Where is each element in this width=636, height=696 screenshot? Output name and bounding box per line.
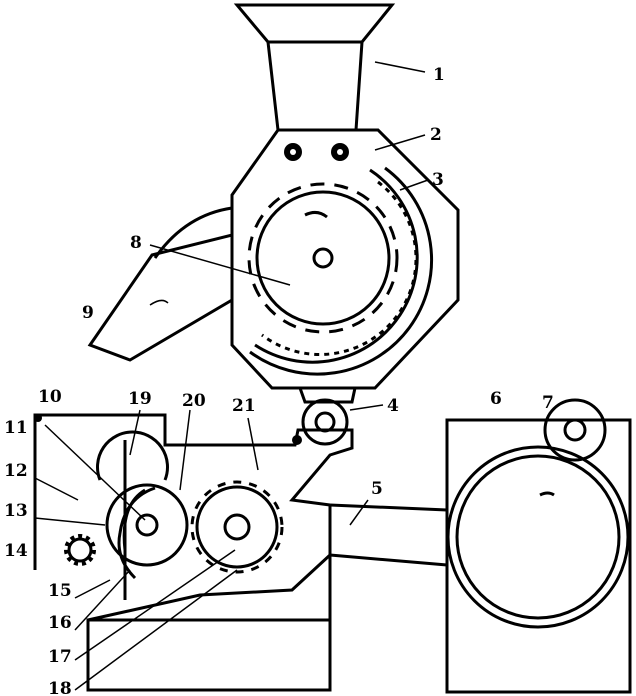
screen-arc [249, 166, 434, 376]
label-15: 15 [48, 581, 72, 601]
label-13: 13 [4, 501, 28, 521]
label-8: 8 [130, 233, 142, 253]
feeding-box [33, 413, 354, 692]
label-16: 16 [48, 613, 72, 633]
label-7: 7 [542, 393, 554, 413]
feed-rollers [34, 414, 284, 580]
label-10: 10 [38, 387, 62, 407]
hopper [233, 3, 396, 132]
label-17: 17 [48, 647, 72, 667]
small-gear-4 [292, 398, 349, 446]
label-4: 4 [387, 396, 399, 416]
label-19: 19 [128, 389, 152, 409]
label-1: 1 [433, 65, 445, 85]
label-3: 3 [432, 170, 444, 190]
label-5: 5 [371, 479, 383, 499]
label-20: 20 [182, 391, 206, 411]
crushing-drum [247, 182, 399, 334]
discharge-chute [87, 206, 234, 362]
label-21: 21 [232, 396, 256, 416]
fan-box [445, 398, 632, 694]
label-2: 2 [430, 125, 442, 145]
label-14: 14 [4, 541, 28, 561]
flower-vent-icon [284, 143, 349, 161]
connecting-pipe [329, 503, 448, 567]
leader-lines [34, 61, 429, 691]
label-6: 6 [490, 389, 502, 409]
label-18: 18 [48, 679, 72, 696]
label-9: 9 [82, 303, 94, 323]
label-12: 12 [4, 461, 28, 481]
label-11: 11 [4, 418, 28, 438]
